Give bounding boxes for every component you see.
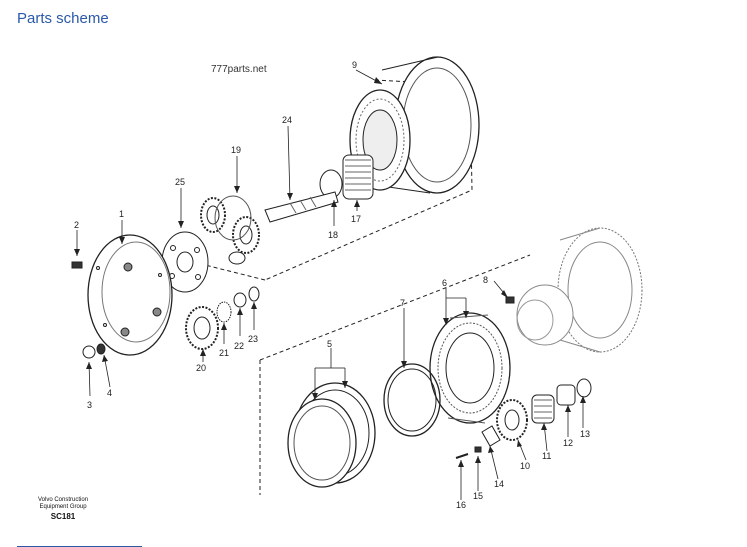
label-9: 9 (352, 60, 357, 70)
bearing-21 (216, 301, 232, 323)
assembled-drive-8 (505, 227, 643, 353)
label-14: 14 (494, 479, 504, 489)
label-25: 25 (175, 177, 185, 187)
label-13: 13 (580, 429, 590, 439)
label-6: 6 (442, 278, 447, 288)
footer-code: SC181 (50, 512, 76, 521)
gear-17 (342, 154, 374, 200)
label-1: 1 (119, 209, 124, 219)
gear-20 (185, 306, 219, 350)
washer-23 (248, 286, 260, 302)
footer-group: Equipment Group (39, 504, 87, 510)
page-title: Parts scheme (17, 10, 109, 27)
bushing-22 (233, 292, 247, 308)
label-22: 22 (234, 341, 244, 351)
seal-5 (287, 382, 376, 488)
ring-7 (383, 363, 441, 437)
footer-company: Volvo Construction (38, 497, 89, 503)
shaft-24 (264, 191, 339, 223)
pin-16 (455, 453, 469, 459)
label-23: 23 (248, 334, 258, 344)
label-20: 20 (196, 363, 206, 373)
label-16: 16 (456, 500, 466, 510)
label-19: 19 (231, 145, 241, 155)
label-10: 10 (520, 461, 530, 471)
gear-10 (496, 399, 528, 441)
label-8: 8 (483, 275, 488, 285)
label-4: 4 (107, 388, 112, 398)
label-5: 5 (327, 339, 332, 349)
label-18: 18 (328, 230, 338, 240)
ring-6 (429, 312, 511, 424)
gear-11 (531, 394, 555, 424)
label-24: 24 (282, 115, 292, 125)
housing-9 (349, 56, 480, 194)
label-12: 12 (563, 438, 573, 448)
label-15: 15 (473, 491, 483, 501)
washer-13 (576, 378, 592, 398)
bolt-15 (474, 446, 482, 453)
plug-2 (71, 261, 83, 269)
cover-1 (87, 234, 173, 356)
label-7: 7 (400, 298, 405, 308)
arrowheads (74, 77, 586, 467)
watermark: 777parts.net (211, 64, 267, 75)
plug-3 (82, 343, 106, 359)
diagram-footer: Volvo Construction Equipment Group SC181 (38, 497, 88, 522)
bushing-12 (556, 384, 576, 406)
label-11: 11 (542, 451, 551, 461)
label-3: 3 (87, 400, 92, 410)
lock-plate-14 (481, 425, 501, 447)
label-21: 21 (219, 348, 229, 358)
label-17: 17 (351, 214, 361, 224)
label-2: 2 (74, 220, 79, 230)
gear-19 (200, 195, 260, 265)
